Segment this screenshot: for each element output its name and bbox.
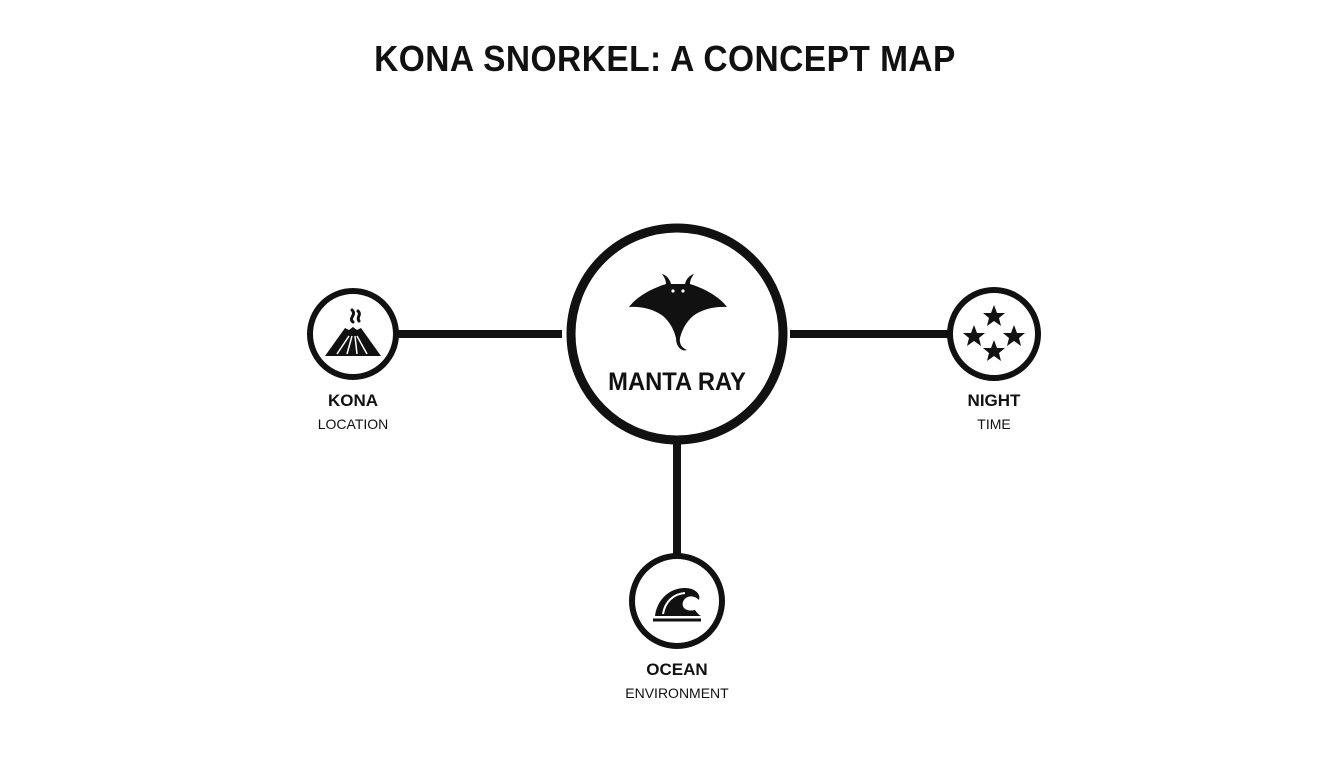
ocean-label: OCEAN ENVIRONMENT: [597, 661, 757, 700]
volcano-icon: [325, 308, 381, 356]
night-node: [947, 287, 1041, 381]
kona-name: KONA: [327, 391, 379, 410]
stars-icon: [963, 305, 1025, 361]
night-name: NIGHT: [967, 391, 1021, 410]
manta-ray-icon: [629, 274, 727, 351]
wave-icon: [653, 588, 701, 622]
ocean-category: ENVIRONMENT: [625, 685, 729, 701]
center-node-label: MANTA RAY: [608, 368, 746, 396]
night-label: NIGHT TIME: [934, 392, 1054, 431]
night-category: TIME: [977, 416, 1011, 432]
ocean-name: OCEAN: [646, 660, 708, 679]
kona-category: LOCATION: [317, 416, 389, 432]
kona-label: KONA LOCATION: [293, 392, 413, 431]
page-title: KONA SNORKEL: A CONCEPT MAP: [374, 38, 956, 79]
